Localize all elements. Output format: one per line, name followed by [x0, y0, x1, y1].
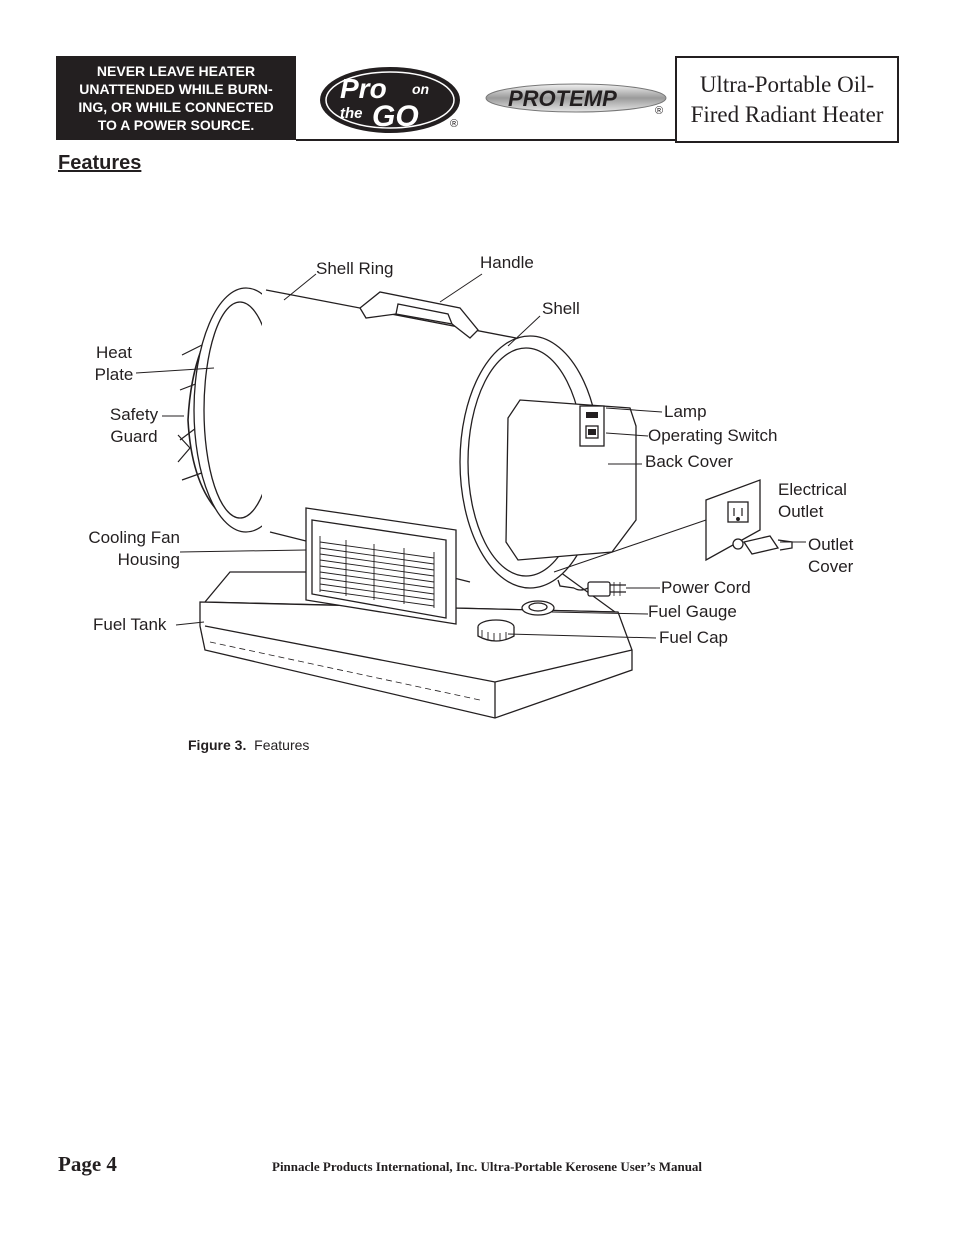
page-header: NEVER LEAVE HEATER UNATTENDED WHILE BURN… [56, 56, 899, 143]
fuel-tank [199, 601, 633, 719]
heater-drawing [135, 273, 806, 719]
header-rule [296, 139, 676, 141]
fan-vents [319, 536, 435, 608]
label-lamp: Lamp [664, 402, 707, 421]
cooling-fan-housing [305, 507, 457, 625]
warning-box: NEVER LEAVE HEATER UNATTENDED WHILE BURN… [56, 56, 296, 140]
electrical-outlet [727, 501, 749, 523]
outlet-cover [742, 535, 780, 555]
figure-caption: Figure 3. Features [188, 737, 309, 753]
label-outlet-cover: Outlet Cover [808, 535, 854, 576]
svg-text:on: on [412, 81, 429, 97]
figure-caption-text: Features [254, 737, 310, 753]
handle [359, 291, 479, 339]
label-fuel-gauge: Fuel Gauge [648, 602, 737, 621]
label-cooling-fan-housing: Cooling Fan Housing [88, 528, 180, 569]
registered-mark-2: ® [655, 105, 664, 117]
pro-on-the-go-logo: Pro on the GO [320, 67, 460, 133]
label-fuel-tank: Fuel Tank [93, 615, 167, 634]
warning-text: NEVER LEAVE HEATER UNATTENDED WHILE BURN… [78, 63, 274, 133]
label-heat-plate: Heat Plate [94, 343, 134, 384]
outlet-cover-hinge [732, 538, 744, 550]
document-title-box: Ultra-Portable Oil- Fired Radiant Heater [675, 56, 899, 143]
registered-mark: ® [450, 118, 459, 130]
label-safety-guard: Safety Guard [109, 405, 159, 446]
leader-lines [135, 273, 806, 639]
svg-text:Pro: Pro [340, 73, 387, 104]
back-cover [505, 399, 637, 561]
svg-text:the: the [340, 105, 363, 122]
page-number: Page 4 [58, 1152, 117, 1176]
figure-caption-label: Figure 3. [188, 737, 247, 753]
svg-text:PROTEMP: PROTEMP [508, 86, 617, 111]
svg-text:GO: GO [372, 100, 419, 133]
label-power-cord: Power Cord [661, 578, 751, 597]
label-fuel-cap: Fuel Cap [659, 628, 728, 647]
label-operating-switch: Operating Switch [648, 426, 778, 445]
label-shell: Shell [542, 299, 580, 318]
features-figure: Shell Ring Handle Shell Heat Plate Safet… [0, 230, 954, 750]
label-electrical-outlet: Electrical Outlet [778, 480, 847, 521]
document-title: Ultra-Portable Oil- Fired Radiant Heater [690, 71, 884, 127]
label-back-cover: Back Cover [645, 452, 733, 471]
protemp-logo: PROTEMP [485, 83, 667, 113]
label-shell-ring: Shell Ring [316, 259, 394, 278]
power-cord-plug [587, 581, 611, 597]
footer-text: Pinnacle Products International, Inc. Ul… [272, 1159, 703, 1174]
label-handle: Handle [480, 253, 534, 272]
section-title: Features [58, 152, 142, 174]
